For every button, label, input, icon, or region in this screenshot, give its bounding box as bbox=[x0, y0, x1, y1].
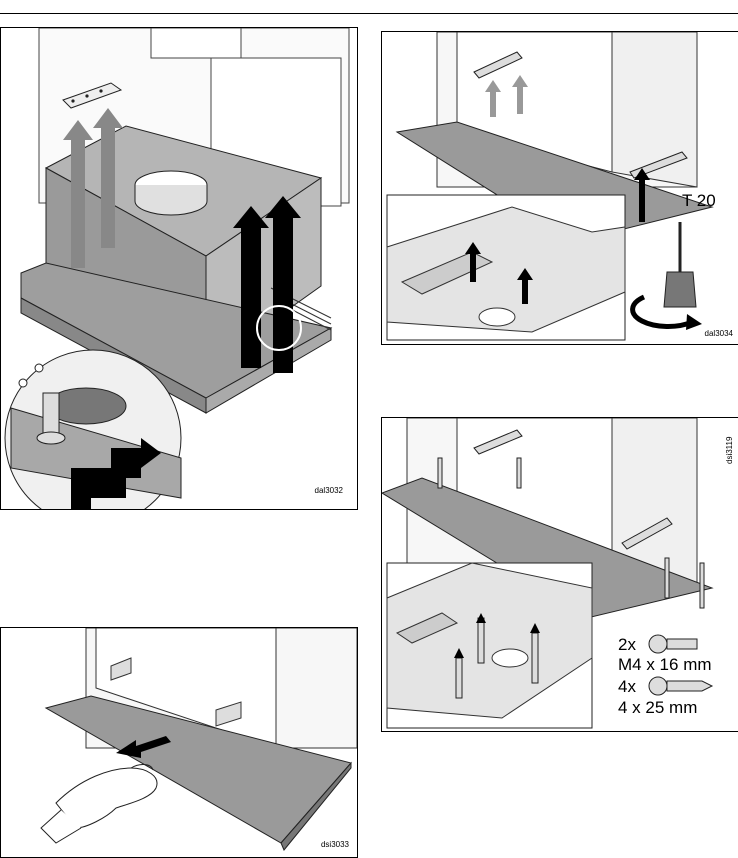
figure-dsi3033: dsi3033 bbox=[0, 627, 358, 858]
illustration-refit-brackets-screws bbox=[382, 418, 714, 729]
inset-detail bbox=[386, 562, 593, 729]
illustration-lift-unit-from-pallet bbox=[4, 28, 350, 509]
torx-screwdriver bbox=[630, 222, 702, 330]
screw1-qty: 2x bbox=[618, 635, 636, 654]
figure-code: dal3032 bbox=[314, 486, 343, 495]
figure-dal3032: dal3032 bbox=[0, 27, 358, 510]
header-rule bbox=[0, 13, 738, 14]
figure-code: dsi3033 bbox=[320, 840, 349, 849]
zoom-detail-clamp bbox=[4, 349, 182, 509]
hand-illustration bbox=[40, 764, 158, 844]
screw1-size: M4 x 16 mm bbox=[618, 655, 712, 674]
machine-screw-icon bbox=[648, 634, 698, 654]
inset-detail bbox=[386, 194, 626, 341]
screw2-size: 4 x 25 mm bbox=[618, 698, 698, 717]
mounting-bracket bbox=[62, 82, 123, 109]
figure-dsi3119: 2x M4 x 16 mm 4x 4 x 25 mm dsi3119 bbox=[381, 417, 738, 732]
figure-dal3034: T 20 dal3034 bbox=[381, 31, 738, 345]
tool-label: T 20 bbox=[682, 191, 716, 210]
lift-arrows bbox=[63, 108, 301, 373]
illustration-remove-brackets-t20 bbox=[386, 32, 714, 341]
wood-screw-icon bbox=[648, 676, 714, 696]
screws bbox=[437, 457, 705, 609]
illustration-pull-out-plate bbox=[40, 628, 357, 851]
figure-code: dal3034 bbox=[704, 329, 733, 338]
figure-code: dsi3119 bbox=[725, 436, 734, 464]
screw2-qty: 4x bbox=[618, 677, 636, 696]
